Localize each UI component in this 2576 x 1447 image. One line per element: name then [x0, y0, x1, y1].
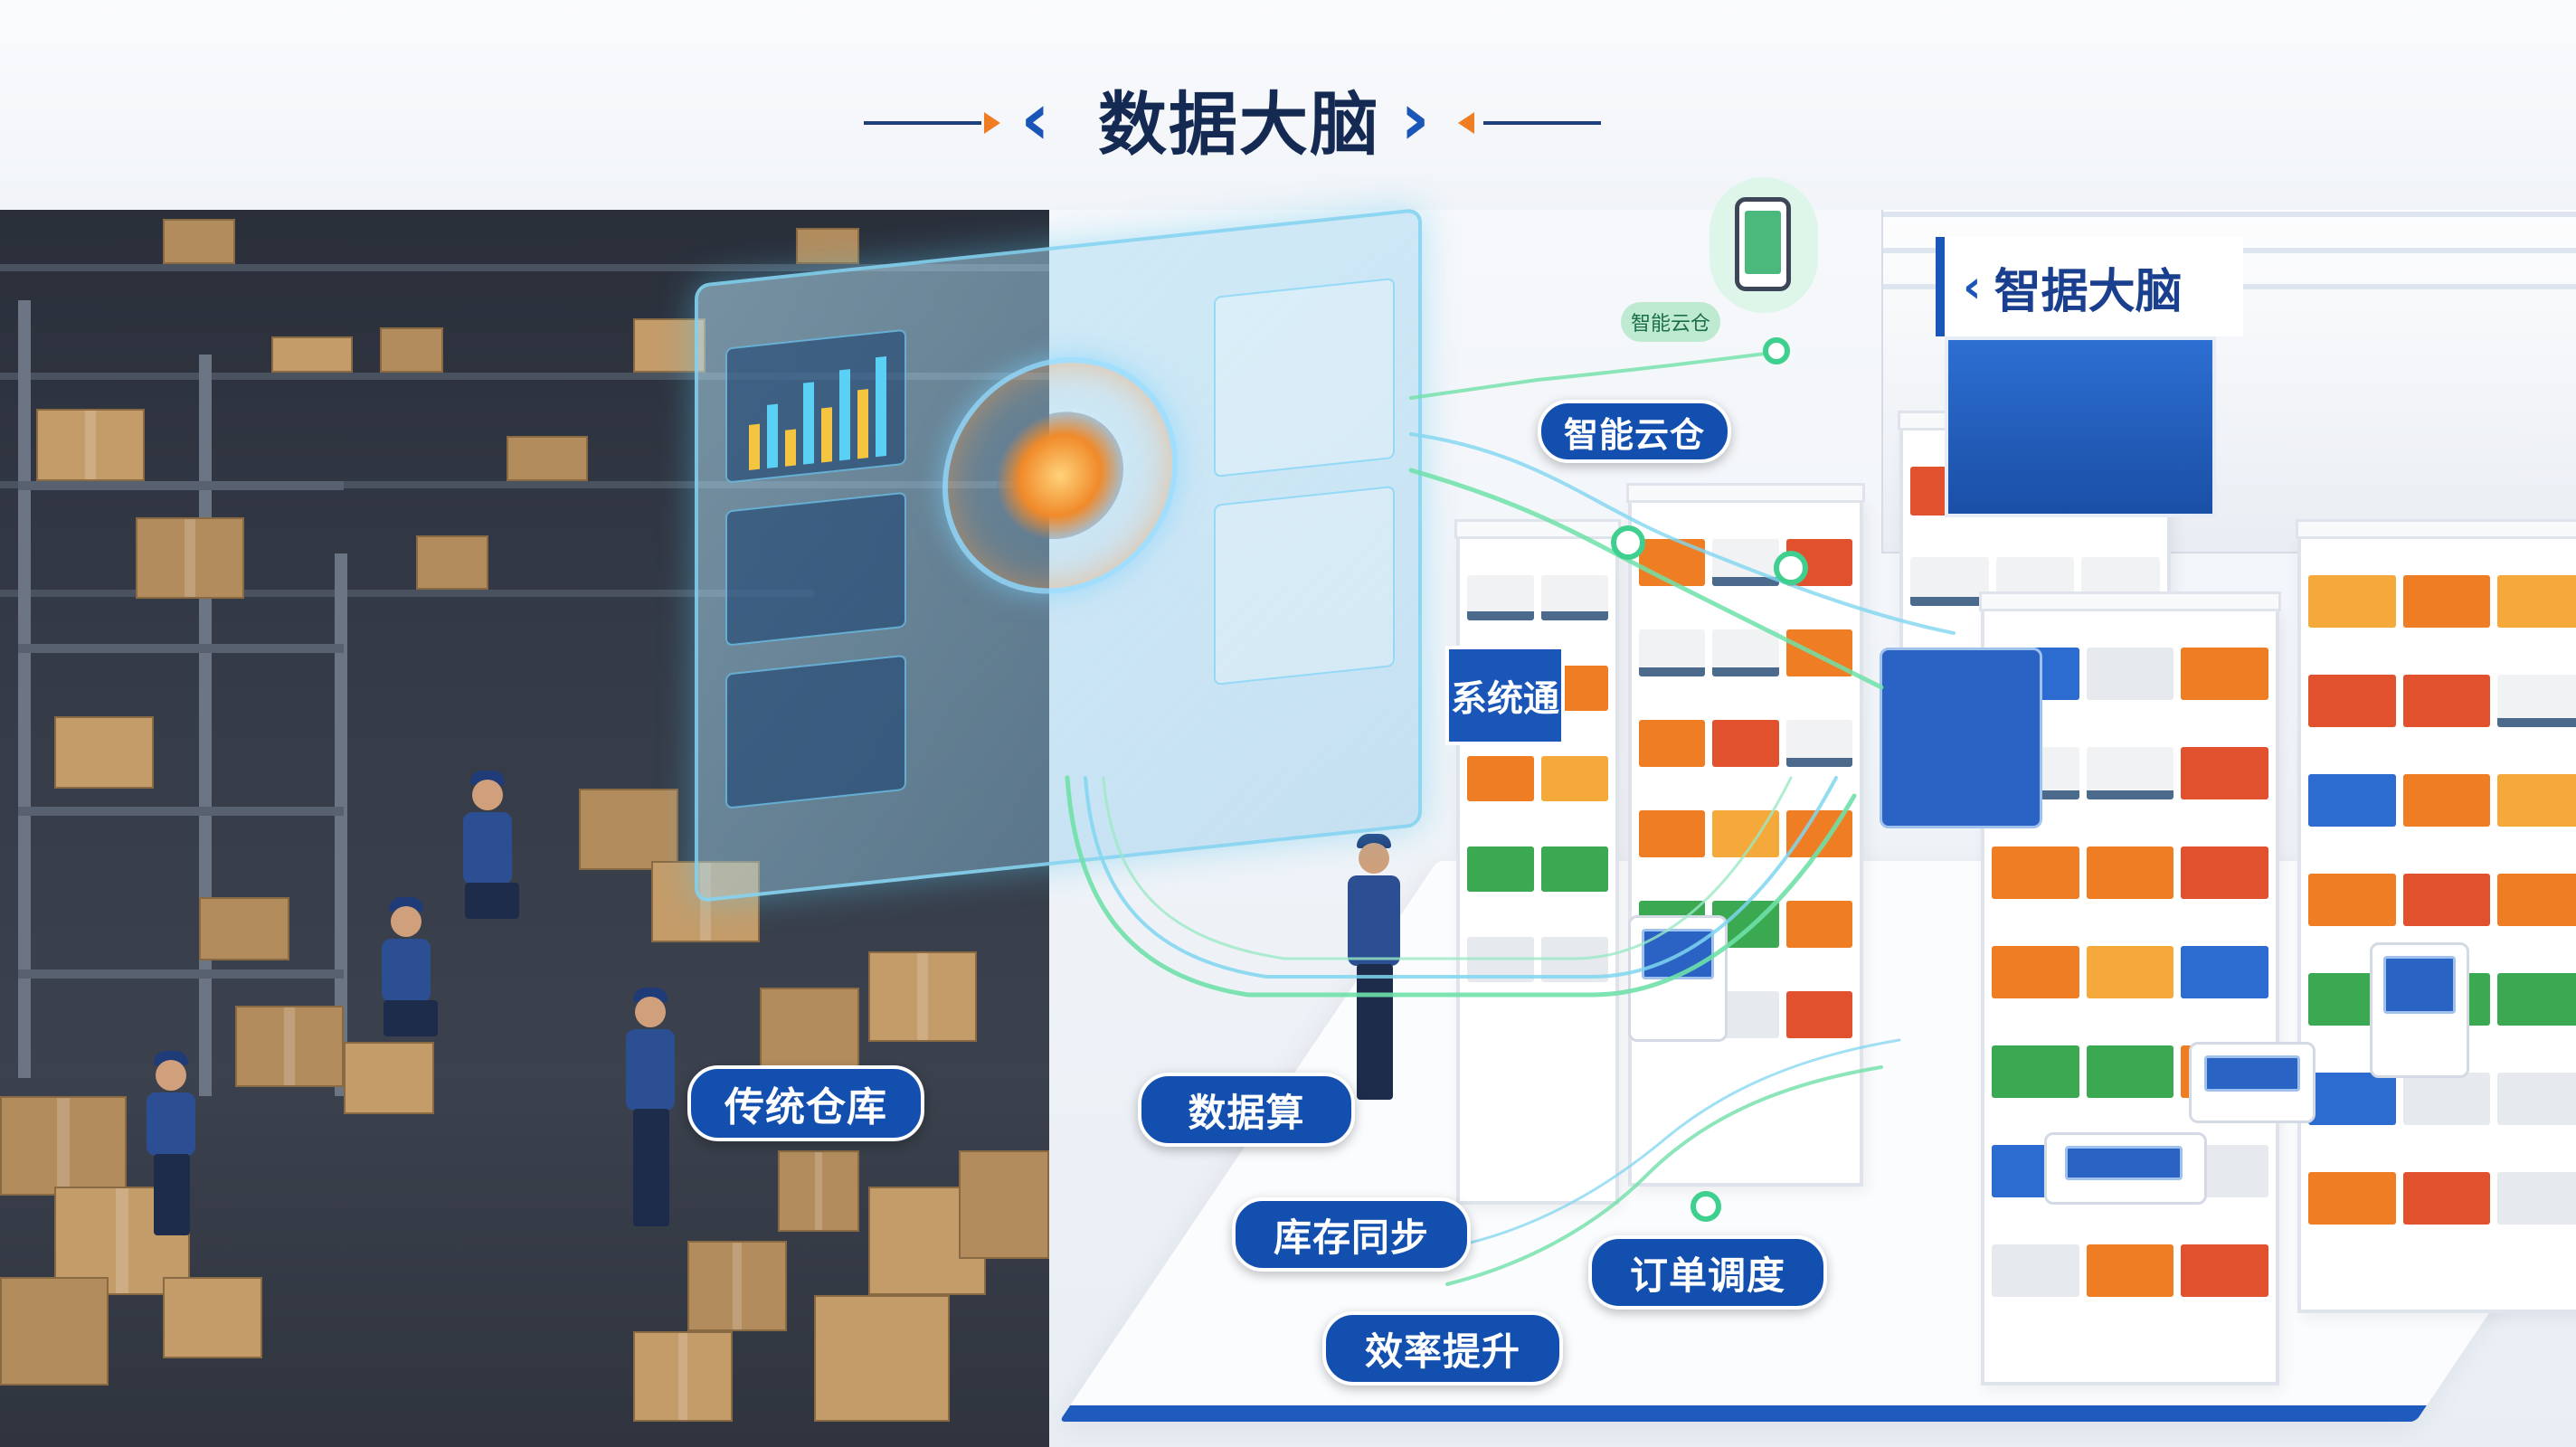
small-tag: 智能云仓	[1621, 302, 1720, 342]
back-shelf	[0, 481, 1049, 488]
cardboard-box	[633, 1331, 733, 1422]
rack-post	[199, 355, 212, 1096]
title-left-line	[864, 121, 981, 125]
storage-rack	[1626, 483, 1865, 1187]
cardboard-box	[54, 716, 154, 789]
storage-rack	[1454, 519, 1621, 1205]
rack-beam	[18, 807, 344, 816]
rack-post	[18, 300, 31, 1078]
cardboard-box	[778, 1150, 859, 1232]
sign-chevron: ‹	[1963, 260, 1982, 313]
cardboard-box	[271, 336, 353, 373]
holo-line-chart	[1214, 277, 1395, 478]
cardboard-box	[814, 1295, 950, 1422]
phone-icon	[1735, 197, 1791, 291]
holo-line-chart	[1214, 485, 1395, 686]
holo-line-chart	[725, 654, 906, 809]
title-right-arrow	[1458, 112, 1474, 134]
cardboard-box	[163, 219, 235, 264]
label-order-dispatch: 订单调度	[1588, 1235, 1827, 1310]
cardboard-box	[36, 409, 145, 481]
kiosk-icon	[2189, 1042, 2316, 1123]
cardboard-box	[380, 327, 443, 373]
label-inventory-sync: 库存同步	[1232, 1197, 1471, 1272]
holographic-dashboard	[695, 207, 1422, 903]
title-bar: ‹ 数据大脑 ›	[0, 0, 2576, 210]
title-right-line	[1483, 121, 1601, 125]
back-shelf	[0, 373, 1049, 380]
cardboard-box	[796, 228, 859, 264]
cardboard-box	[633, 318, 706, 373]
kiosk-icon	[1628, 915, 1728, 1042]
holo-line-chart	[725, 491, 906, 647]
rack-post	[335, 553, 347, 1096]
cardboard-box	[199, 897, 289, 960]
cardboard-box	[136, 517, 244, 599]
kiosk-icon	[2044, 1132, 2207, 1205]
back-shelf	[0, 590, 814, 597]
rack-beam	[18, 644, 344, 653]
back-shelf	[0, 264, 1049, 271]
cardboard-box	[0, 1096, 127, 1196]
title-right-chevron: ›	[1400, 77, 1430, 161]
cardboard-box	[760, 988, 859, 1069]
title-left-chevron: ‹	[1020, 77, 1050, 161]
rack-beam	[18, 969, 344, 979]
cardboard-box	[235, 1006, 344, 1087]
dashboard-icon	[1880, 648, 2042, 828]
building-door	[1945, 336, 2216, 517]
cardboard-box	[163, 1277, 262, 1358]
cardboard-box	[344, 1042, 434, 1114]
main-title: 数据大脑	[1098, 84, 1380, 165]
label-smart-cloud: 智能云仓	[1538, 400, 1731, 463]
building-sign: ‹ 智据大脑	[1936, 237, 2243, 336]
cardboard-box	[416, 535, 488, 590]
cardboard-box	[687, 1241, 787, 1331]
cardboard-box	[0, 1277, 109, 1386]
storage-rack	[2296, 519, 2576, 1313]
cardboard-box	[507, 436, 588, 481]
label-system-link: 系统通	[1445, 646, 1565, 745]
label-efficiency-boost: 效率提升	[1322, 1311, 1563, 1386]
cardboard-box	[959, 1150, 1049, 1259]
kiosk-icon	[2370, 942, 2469, 1078]
label-data-compute: 数据算	[1138, 1073, 1355, 1147]
holo-bar-chart	[725, 328, 906, 484]
cardboard-box	[868, 951, 977, 1042]
label-traditional-warehouse: 传统仓库	[687, 1065, 924, 1141]
rack-beam	[18, 481, 344, 490]
sign-text: 智据大脑	[1994, 264, 2183, 319]
title-left-arrow	[984, 112, 1000, 134]
cardboard-box	[579, 789, 678, 870]
